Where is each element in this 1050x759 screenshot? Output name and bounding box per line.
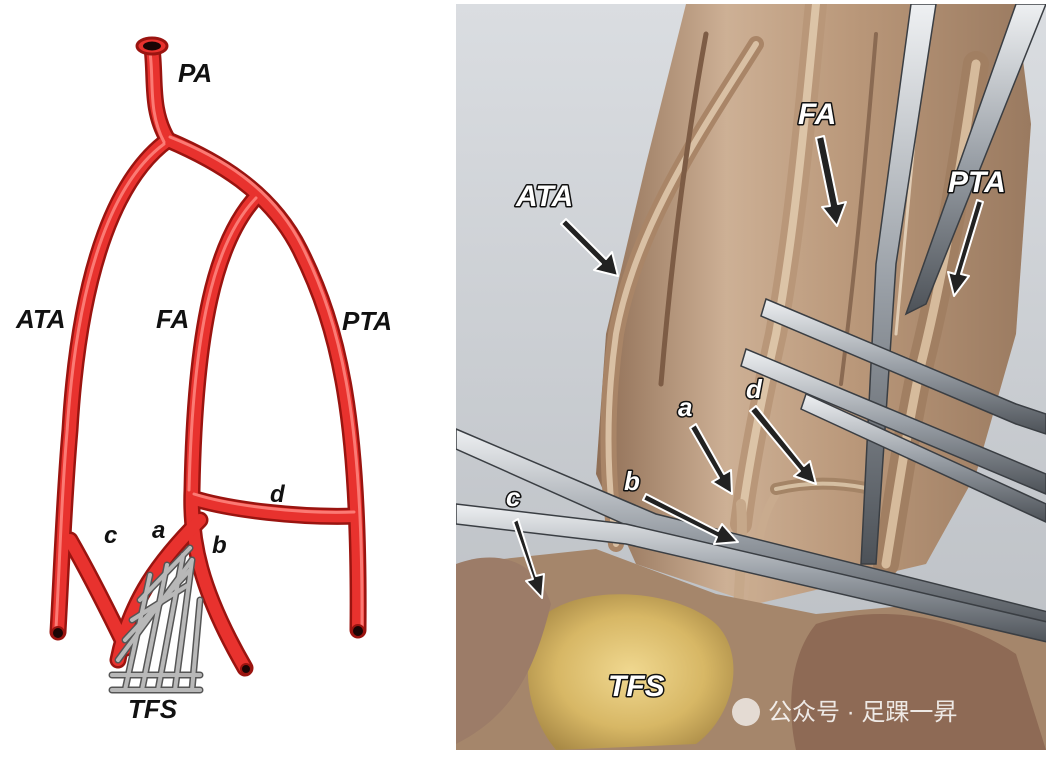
photo-label-a: a (678, 392, 692, 422)
left-tissue (456, 557, 551, 744)
photo-label-ata: ATA (515, 180, 573, 213)
arrow-fa (815, 135, 847, 227)
schematic-panel: PA ATA FA PTA d c a b TFS (0, 0, 450, 754)
arrow-b (642, 493, 739, 545)
heel-tissue (791, 614, 1046, 750)
forceps-group (456, 4, 1046, 643)
pa-lumen-hole (143, 41, 161, 51)
photo-arrows (512, 135, 984, 599)
schematic-label-pa: PA (178, 58, 212, 88)
schematic-label-tfs: TFS (128, 694, 178, 724)
schematic-label-fa: FA (156, 304, 189, 334)
photo-svg: ATA FA PTA a d b c TFS 公众号 · 足踝一昇 (456, 4, 1046, 750)
photo-label-b: b (624, 466, 640, 496)
schematic-label-a: a (152, 517, 165, 544)
arrow-pta (947, 199, 984, 297)
fa-end (240, 663, 252, 675)
photo-label-d: d (746, 374, 763, 404)
dissection-photo: ATA FA PTA a d b c TFS 公众号 · 足踝一昇 (456, 4, 1046, 750)
photo-label-tfs: TFS (608, 670, 665, 703)
tfs-frame (108, 544, 204, 694)
arrow-ata (560, 218, 619, 277)
arrow-d (749, 405, 817, 485)
schematic-label-c: c (104, 522, 117, 549)
arrow-c (512, 518, 545, 599)
photo-watermark: 公众号 · 足踝一昇 (768, 699, 957, 726)
arrow-a (689, 423, 733, 495)
tfs-bone (527, 594, 734, 750)
ata-end (51, 626, 65, 640)
artery-tree (49, 39, 367, 677)
photo-label-c: c (506, 482, 521, 512)
photo-label-fa: FA (798, 98, 836, 131)
photo-label-pta: PTA (948, 166, 1006, 199)
schematic-label-ata: ATA (15, 304, 66, 334)
pta-end (351, 624, 365, 638)
schematic-label-pta: PTA (342, 306, 392, 336)
schematic-label-d: d (270, 481, 286, 508)
watermark-logo-icon (732, 698, 760, 726)
schematic-label-b: b (212, 532, 227, 559)
schematic-svg: PA ATA FA PTA d c a b TFS (15, 36, 392, 724)
